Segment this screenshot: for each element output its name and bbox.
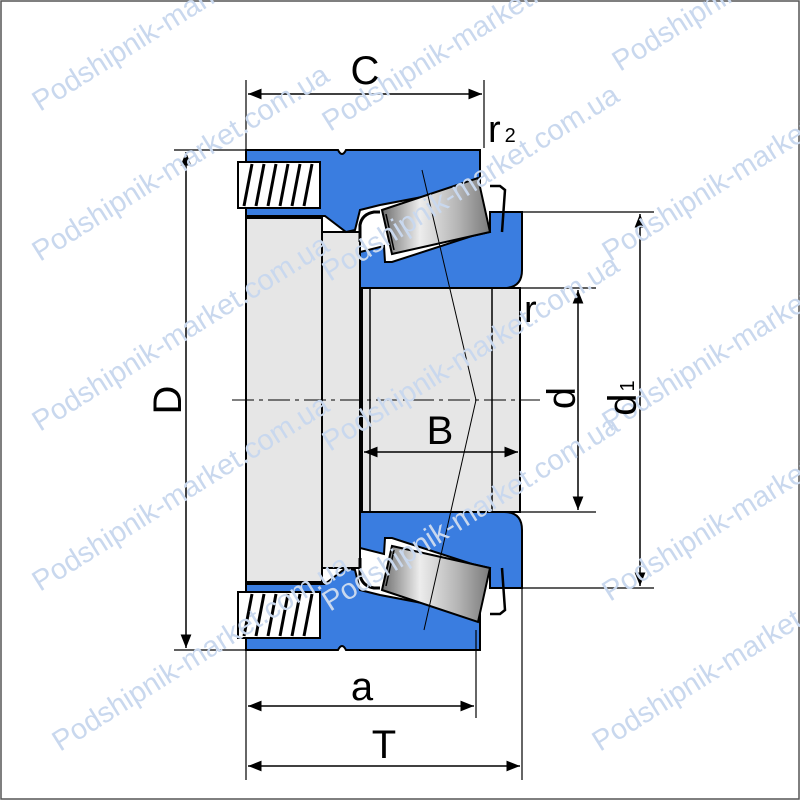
label-d1-base: d: [601, 393, 645, 415]
upper-thread-insert: [237, 161, 321, 209]
label-T: T: [372, 723, 396, 767]
watermark-text: Podshipnik-market.com.ua: [607, 0, 800, 78]
label-d: d: [540, 387, 584, 409]
watermark-text: Podshipnik-market.com.ua: [597, 398, 800, 608]
label-B: B: [427, 409, 454, 453]
label-r2-sub: 2: [505, 125, 516, 147]
label-r: r: [524, 289, 537, 331]
extension-lines: [174, 80, 654, 780]
label-d1: d1: [601, 380, 645, 415]
upper-roller: [358, 176, 507, 256]
lower-roller: [358, 544, 507, 624]
lower-thread-insert: [237, 591, 321, 639]
label-r2-base: r: [488, 109, 501, 151]
dimension-lines: [180, 88, 646, 772]
watermark-text: Podshipnik-market.com.ua: [597, 58, 800, 268]
contact-lines: [421, 169, 477, 631]
label-d1-sub: 1: [617, 380, 639, 391]
label-a: a: [351, 665, 374, 709]
label-C: C: [351, 49, 380, 93]
label-D: D: [146, 386, 190, 415]
lower-inner-ring: [359, 511, 523, 589]
watermark-text: Podshipnik-market.com.ua: [47, 548, 356, 758]
